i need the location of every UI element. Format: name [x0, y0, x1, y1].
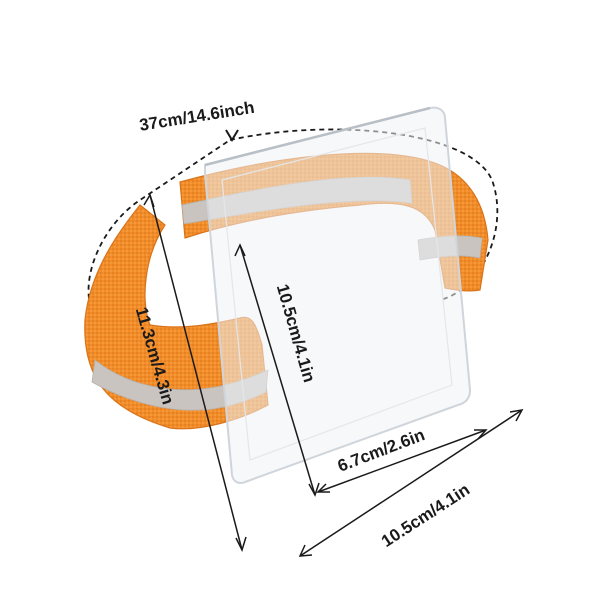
pocket-height-arrow-bottom-icon: [308, 482, 320, 497]
clear-badge-pocket: [204, 106, 472, 485]
circumference-arrow-icon: [225, 129, 239, 142]
band-height-dimension-line: [149, 194, 243, 551]
clear-badge-pocket-inner: [221, 127, 453, 461]
pocket-height-dimension-line: [239, 244, 316, 496]
pocket-inner-width-arrow-right-icon: [474, 429, 488, 440]
pocket-outer-width-arrow-right-icon: [509, 409, 524, 422]
pocket-outer-width-dimension-line: [299, 409, 523, 557]
pocket-inner-width-dimension-line: [317, 429, 487, 493]
pocket-outer-width-arrow-left-icon: [298, 544, 313, 557]
pocket-inner-width-arrow-left-icon: [316, 483, 330, 493]
pocket-opening: [204, 106, 431, 167]
band-height-arrow-bottom-icon: [235, 536, 247, 553]
band-height-arrow-top-icon: [143, 193, 155, 208]
pocket-height-arrow-top-icon: [234, 243, 246, 257]
